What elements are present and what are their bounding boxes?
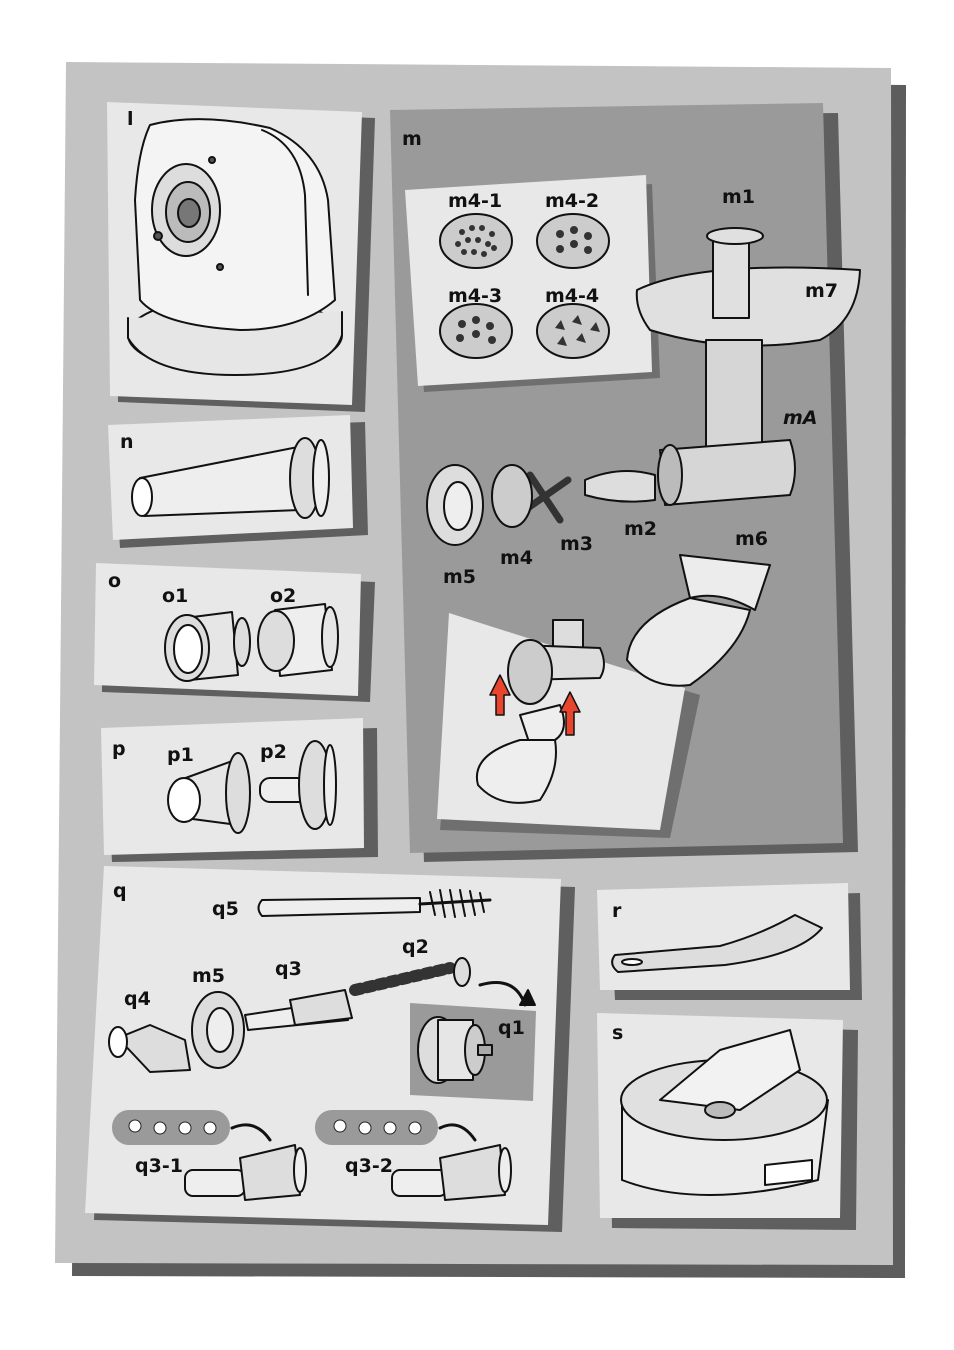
- q1-motor-illustration: [417, 1016, 493, 1084]
- o1-attachment-illustration: [164, 611, 251, 682]
- motor-head-illustration: [127, 118, 343, 376]
- part-label-q2: q2: [402, 936, 429, 958]
- q-juicer-parts-illustration: [108, 957, 536, 1073]
- fruit-icons: [128, 1119, 422, 1135]
- part-label-p1: p1: [167, 744, 194, 766]
- part-label-m1: m1: [722, 186, 756, 208]
- p2-piston-illustration: [259, 740, 337, 830]
- q3-1-illustration: [112, 1110, 307, 1201]
- s-base-unit-illustration: [620, 1029, 829, 1196]
- mincer-body-illustration: [635, 227, 861, 506]
- mincer-pusher-m6: [626, 554, 771, 687]
- plate-label-m4-3: m4-3: [448, 285, 503, 307]
- part-label-q4: q4: [124, 988, 151, 1010]
- part-label-m3: m3: [560, 533, 594, 555]
- panel-label-m: m: [402, 128, 422, 150]
- part-label-o2: o2: [270, 585, 297, 607]
- part-label-q3-2: q3-2: [345, 1155, 393, 1177]
- assembly-illustration: [475, 619, 605, 804]
- sausage-nozzle-illustration: [131, 437, 330, 519]
- q3-2-illustration: [315, 1110, 512, 1201]
- r-spatula-illustration: [611, 914, 823, 973]
- part-label-mA: mA: [783, 407, 818, 429]
- part-label-m2: m2: [624, 518, 658, 540]
- part-label-q3: q3: [275, 958, 302, 980]
- mincer-plate-m4: [491, 464, 533, 528]
- up-arrow-icon: [489, 674, 581, 736]
- panel-label-r: r: [612, 900, 622, 922]
- part-label-q1: q1: [498, 1017, 525, 1039]
- panel-label-p: p: [112, 738, 126, 760]
- o2-attachment-illustration: [257, 603, 339, 677]
- panel-label-n: n: [120, 431, 134, 453]
- panel-label-q: q: [113, 880, 127, 902]
- mincer-ring-m5: [426, 464, 484, 546]
- plate-label-m4-4: m4-4: [545, 285, 600, 307]
- part-label-o1: o1: [162, 585, 189, 607]
- part-label-m6: m6: [735, 528, 769, 550]
- panel-label-l: l: [127, 108, 134, 130]
- p1-cone-illustration: [167, 752, 251, 834]
- part-label-q3-1: q3-1: [135, 1155, 183, 1177]
- plate-label-m4-2: m4-2: [545, 190, 600, 212]
- part-label-q5: q5: [212, 898, 239, 920]
- part-label-p2: p2: [260, 741, 287, 763]
- part-label-m5: m5: [443, 566, 477, 588]
- part-label-m5-q: m5: [192, 965, 226, 987]
- panel-label-s: s: [612, 1022, 624, 1044]
- panel-label-o: o: [108, 570, 122, 592]
- plate-label-m4-1: m4-1: [448, 190, 503, 212]
- mincer-worm: [584, 470, 656, 503]
- panel-plates-bg: [405, 175, 652, 386]
- part-label-m4: m4: [500, 547, 534, 569]
- q5-brush-illustration: [257, 889, 492, 918]
- part-label-m7: m7: [805, 280, 839, 302]
